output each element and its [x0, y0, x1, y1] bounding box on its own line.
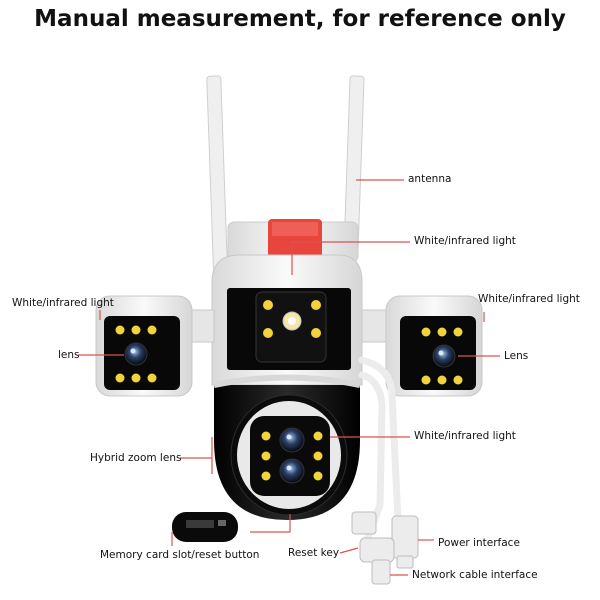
leader-lines — [78, 179, 500, 576]
network-connector — [359, 537, 395, 563]
label-memory-card: Memory card slot/reset button — [100, 549, 260, 561]
hybrid-zoom-lenses — [279, 427, 305, 484]
dome-leds — [261, 431, 323, 481]
left-side-camera — [95, 295, 193, 397]
right-side-camera — [385, 295, 483, 397]
page-title: Manual measurement, for reference only — [34, 6, 566, 32]
label-network: Network cable interface — [412, 569, 538, 581]
antenna-left — [206, 75, 228, 272]
label-hybrid-zoom: Hybrid zoom lens — [90, 452, 182, 464]
label-lens-right: Lens — [504, 350, 529, 362]
power-connector — [391, 515, 419, 559]
top-leds — [263, 300, 321, 338]
label-light-bottom: White/infrared light — [414, 430, 516, 442]
reset-key-connector — [351, 511, 377, 535]
memory-card-slot-photo — [172, 512, 238, 542]
label-antenna: antenna — [408, 173, 452, 185]
label-reset-key: Reset key — [288, 547, 340, 559]
label-light-right: White/infrared light — [478, 293, 580, 305]
label-power: Power interface — [438, 537, 520, 549]
label-light-top: White/infrared light — [414, 235, 516, 247]
label-light-left: White/infrared light — [12, 297, 114, 309]
label-lens-left: lens — [58, 349, 80, 361]
